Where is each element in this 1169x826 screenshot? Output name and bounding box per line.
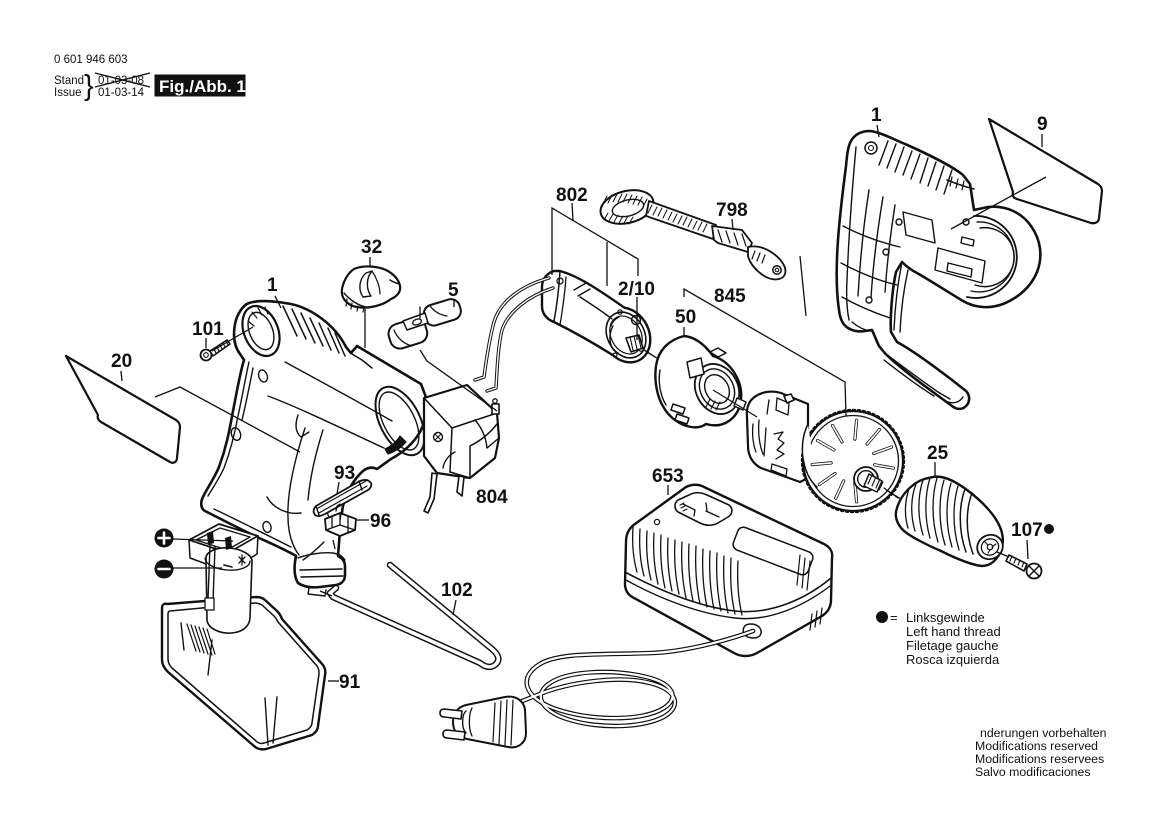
svg-text:Stand: Stand	[54, 75, 84, 87]
svg-text:}: }	[84, 70, 94, 102]
svg-text:50: 50	[675, 307, 696, 328]
svg-text:93: 93	[334, 463, 355, 484]
svg-text:91: 91	[339, 672, 361, 693]
svg-text:20: 20	[111, 351, 132, 372]
svg-text:107: 107	[1011, 520, 1043, 541]
svg-text:798: 798	[716, 200, 748, 221]
svg-text:0 601 946 603: 0 601 946 603	[54, 54, 128, 66]
svg-text:Rosca izquierda: Rosca izquierda	[906, 652, 1000, 667]
svg-text:653: 653	[652, 466, 684, 487]
svg-text:845: 845	[714, 286, 746, 307]
svg-text:102: 102	[441, 580, 473, 601]
svg-text:25: 25	[927, 443, 949, 464]
svg-text:9: 9	[1037, 114, 1048, 135]
svg-text:nderungen vorbehalten: nderungen vorbehalten	[980, 726, 1107, 740]
svg-text:Issue: Issue	[54, 87, 82, 99]
svg-text:2/10: 2/10	[618, 279, 655, 300]
svg-text:802: 802	[556, 185, 588, 206]
svg-text:32: 32	[361, 237, 382, 258]
svg-text:1: 1	[871, 105, 882, 126]
svg-text:Left hand thread: Left hand thread	[906, 624, 1001, 639]
svg-text:1: 1	[267, 275, 278, 296]
svg-text:5: 5	[448, 280, 459, 301]
svg-text:Linksgewinde: Linksgewinde	[906, 610, 985, 625]
svg-text:Filetage gauche: Filetage gauche	[906, 638, 999, 653]
svg-text:01-03-14: 01-03-14	[98, 87, 145, 99]
svg-text:96: 96	[370, 511, 391, 532]
svg-text:Salvo modificaciones: Salvo modificaciones	[975, 765, 1091, 779]
svg-text:Modifications reservees: Modifications reservees	[975, 752, 1104, 766]
svg-text:=: =	[890, 610, 898, 625]
svg-text:804: 804	[476, 487, 508, 508]
svg-text:Modifications reserved: Modifications reserved	[975, 739, 1098, 753]
svg-text:101: 101	[192, 319, 224, 340]
svg-text:Fig./Abb. 1: Fig./Abb. 1	[159, 77, 246, 96]
